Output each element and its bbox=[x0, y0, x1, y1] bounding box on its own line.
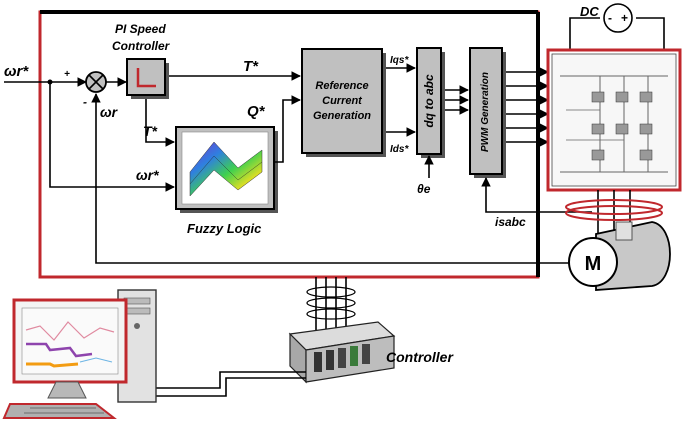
controller-module bbox=[350, 346, 358, 366]
fuzzy-surface-icon bbox=[189, 141, 263, 197]
pi-symbol-icon bbox=[136, 68, 156, 88]
summing-junction-cross-b bbox=[88, 74, 104, 90]
fuzzy-torque-input-line bbox=[145, 99, 175, 147]
dc-plus-sign: + bbox=[621, 11, 628, 25]
iqs-label: Iqs* bbox=[390, 55, 409, 66]
motor-icon bbox=[568, 237, 618, 287]
current-feedback-line bbox=[481, 177, 592, 213]
dq-to-abc-block bbox=[416, 47, 442, 155]
torque-reference-label: T* bbox=[243, 58, 259, 75]
fuzzy-surface-mesh-line bbox=[189, 155, 263, 185]
dq-to-abc-label: dq to abc bbox=[422, 74, 436, 128]
igbt-icon bbox=[639, 91, 653, 103]
speed-feedback-line bbox=[91, 93, 570, 264]
igbt-icon bbox=[591, 91, 605, 103]
pwm-generation-label: PWM Generation bbox=[480, 72, 491, 152]
current-feedback-label: isabc bbox=[495, 215, 526, 229]
pc-cable-2 bbox=[150, 377, 306, 397]
controller-module bbox=[326, 350, 334, 370]
dc-label: DC bbox=[580, 4, 599, 19]
screen-plot-line bbox=[79, 357, 113, 363]
theta-label: θe bbox=[417, 182, 431, 196]
pc-cable-1 bbox=[150, 371, 306, 389]
dc-minus-sign: - bbox=[608, 11, 612, 25]
controller-module bbox=[338, 348, 346, 368]
igbt-icon bbox=[615, 123, 629, 135]
screen-plot-line bbox=[25, 321, 115, 341]
igbt-icon bbox=[591, 123, 605, 135]
power-button-icon bbox=[134, 323, 140, 329]
drive-bay-icon bbox=[123, 307, 151, 315]
minus-sign: - bbox=[83, 95, 87, 109]
fuzzy-speed-input-line bbox=[49, 82, 175, 192]
pi-title-line-2: Controller bbox=[112, 39, 171, 53]
cable-ring-1 bbox=[306, 286, 356, 298]
pwm-generation-block bbox=[469, 47, 503, 175]
ref-current-title-2: Current bbox=[322, 95, 363, 107]
controller-label: Controller bbox=[386, 349, 454, 365]
cable-ring-2 bbox=[306, 297, 356, 309]
current-sensor-ring-1 bbox=[565, 199, 663, 215]
controller-module bbox=[362, 344, 370, 364]
dc-source-icon bbox=[603, 3, 633, 33]
ref-current-title-1: Reference bbox=[315, 80, 368, 92]
fuzzy-torque-label: T* bbox=[143, 123, 158, 139]
reactive-power-line bbox=[274, 95, 301, 163]
pi-title-line-1: PI Speed bbox=[115, 22, 166, 36]
igbt-icon bbox=[615, 91, 629, 103]
controller-module bbox=[314, 352, 322, 372]
plus-sign: + bbox=[64, 69, 70, 80]
speed-branch-node bbox=[47, 79, 53, 85]
screen-plot-line bbox=[26, 342, 93, 358]
igbt-icon bbox=[639, 149, 653, 161]
dc-wire-left bbox=[569, 17, 600, 50]
dc-wire-right bbox=[636, 17, 665, 50]
fuzzy-logic-label: Fuzzy Logic bbox=[187, 221, 262, 236]
ref-current-title-3: Generation bbox=[313, 110, 371, 122]
ids-label: Ids* bbox=[390, 144, 409, 155]
reactive-power-label: Q* bbox=[247, 103, 266, 120]
cable-ring-3 bbox=[306, 308, 356, 320]
keyboard-icon bbox=[2, 403, 117, 419]
inverter-circuit bbox=[551, 53, 677, 187]
current-sensor-ring-2 bbox=[565, 205, 663, 221]
igbt-icon bbox=[639, 123, 653, 135]
reference-current-block bbox=[301, 48, 383, 154]
motor-label: M bbox=[585, 253, 602, 275]
drive-bay-icon bbox=[123, 297, 151, 305]
pi-controller-block bbox=[126, 58, 166, 96]
monitor-stand bbox=[47, 381, 87, 399]
screen-plot-line bbox=[26, 362, 79, 368]
speed-reference-label: ωr* bbox=[4, 63, 29, 80]
igbt-icon bbox=[591, 149, 605, 161]
speed-feedback-label: ωr bbox=[100, 104, 119, 120]
terminal-box-icon bbox=[615, 221, 633, 241]
fuzzy-speed-label: ωr* bbox=[136, 167, 159, 183]
